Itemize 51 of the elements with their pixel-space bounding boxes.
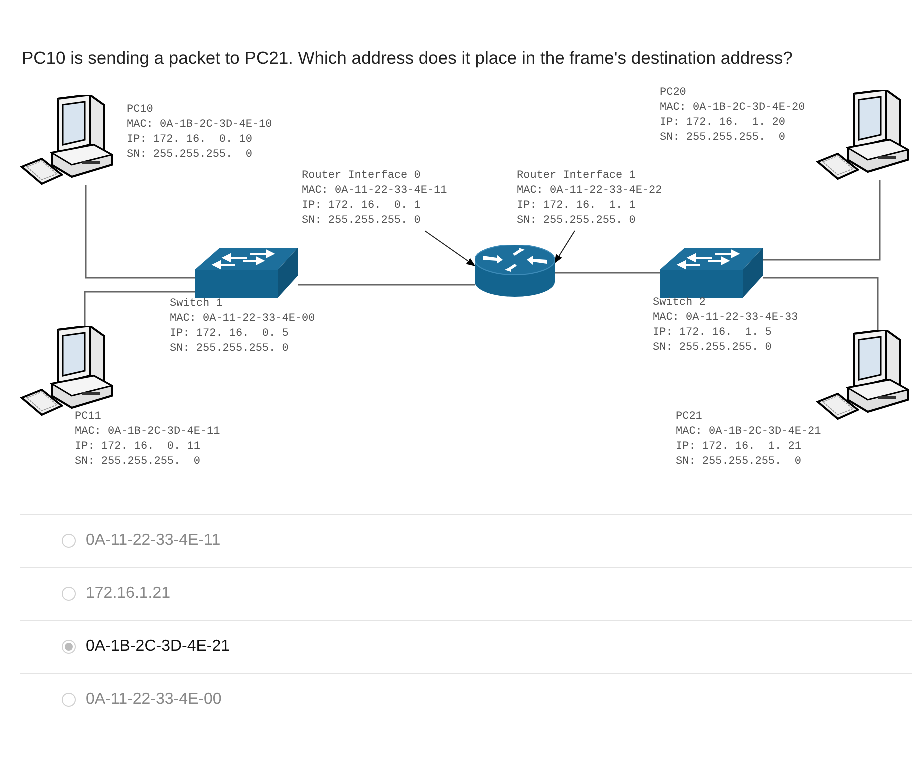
- interface-name: Router Interface 1: [517, 169, 636, 184]
- computer-drawing: [816, 90, 911, 180]
- subnet-mask: SN: 255.255.255. 0: [170, 342, 289, 357]
- mac-address: MAC: 0A-11-22-33-4E-11: [302, 184, 448, 199]
- answer-option: 0A-11-22-33-4E-00: [86, 688, 222, 712]
- ip-address: IP: 172. 16. 0. 5: [170, 327, 289, 342]
- leader-arrow: [424, 230, 476, 267]
- device-name: PC11: [75, 410, 102, 425]
- subnet-mask: SN: 255.255.255. 0: [653, 341, 772, 356]
- ip-address: IP: 172. 16. 0. 1: [302, 199, 421, 214]
- interface-name: Router Interface 0: [302, 169, 421, 184]
- mac-address: MAC: 0A-11-22-33-4E-33: [653, 311, 798, 326]
- answer-option: 0A-11-22-33-4E-11: [86, 529, 221, 553]
- mac-address: MAC: 0A-1B-2C-3D-4E-11: [75, 425, 220, 440]
- network-cable: [763, 180, 881, 261]
- ip-address: IP: 172. 16. 1. 5: [653, 326, 772, 341]
- switch-drawing: [195, 248, 298, 298]
- subnet-mask: SN: 255.255.255. 0: [676, 455, 802, 470]
- subnet-mask: SN: 255.255.255. 0: [127, 148, 252, 163]
- device-name: PC20: [660, 86, 686, 101]
- device-name: Switch 2: [653, 296, 706, 311]
- subnet-mask: SN: 255.255.255. 0: [302, 214, 421, 229]
- leader-arrow: [554, 230, 576, 264]
- ip-address: IP: 172. 16. 1. 1: [517, 199, 636, 214]
- device-name: PC21: [676, 410, 702, 425]
- mac-address: MAC: 0A-1B-2C-3D-4E-21: [676, 425, 822, 440]
- answer-option: 172.16.1.21: [86, 582, 171, 606]
- ip-address: IP: 172. 16. 0. 11: [75, 440, 200, 455]
- subnet-mask: SN: 255.255.255. 0: [75, 455, 200, 470]
- ip-address: IP: 172. 16. 1. 21: [676, 440, 802, 455]
- network-cable: [84, 291, 195, 326]
- answer-option: 0A-1B-2C-3D-4E-21: [86, 635, 230, 659]
- ip-address: IP: 172. 16. 0. 10: [127, 133, 252, 148]
- device-name: PC10: [127, 103, 154, 118]
- network-cable: [763, 277, 879, 330]
- device-name: Switch 1: [170, 297, 223, 312]
- subnet-mask: SN: 255.255.255. 0: [517, 214, 636, 229]
- network-cable: [85, 185, 195, 279]
- mac-address: MAC: 0A-1B-2C-3D-4E-20: [660, 101, 806, 116]
- network-cable: [555, 272, 660, 274]
- subnet-mask: SN: 255.255.255. 0: [660, 131, 786, 146]
- switch-drawing: [660, 248, 763, 298]
- network-cable: [298, 284, 475, 286]
- mac-address: MAC: 0A-11-22-33-4E-00: [170, 312, 316, 327]
- router-drawing: [475, 245, 555, 297]
- question-text: PC10 is sending a packet to PC21. Which address does it place in the frame's destination address?: [22, 47, 793, 70]
- computer-drawing: [20, 95, 115, 185]
- computer-drawing: [816, 330, 911, 420]
- mac-address: MAC: 0A-11-22-33-4E-22: [517, 184, 662, 199]
- mac-address: MAC: 0A-1B-2C-3D-4E-10: [127, 118, 272, 133]
- ip-address: IP: 172. 16. 1. 20: [660, 116, 786, 131]
